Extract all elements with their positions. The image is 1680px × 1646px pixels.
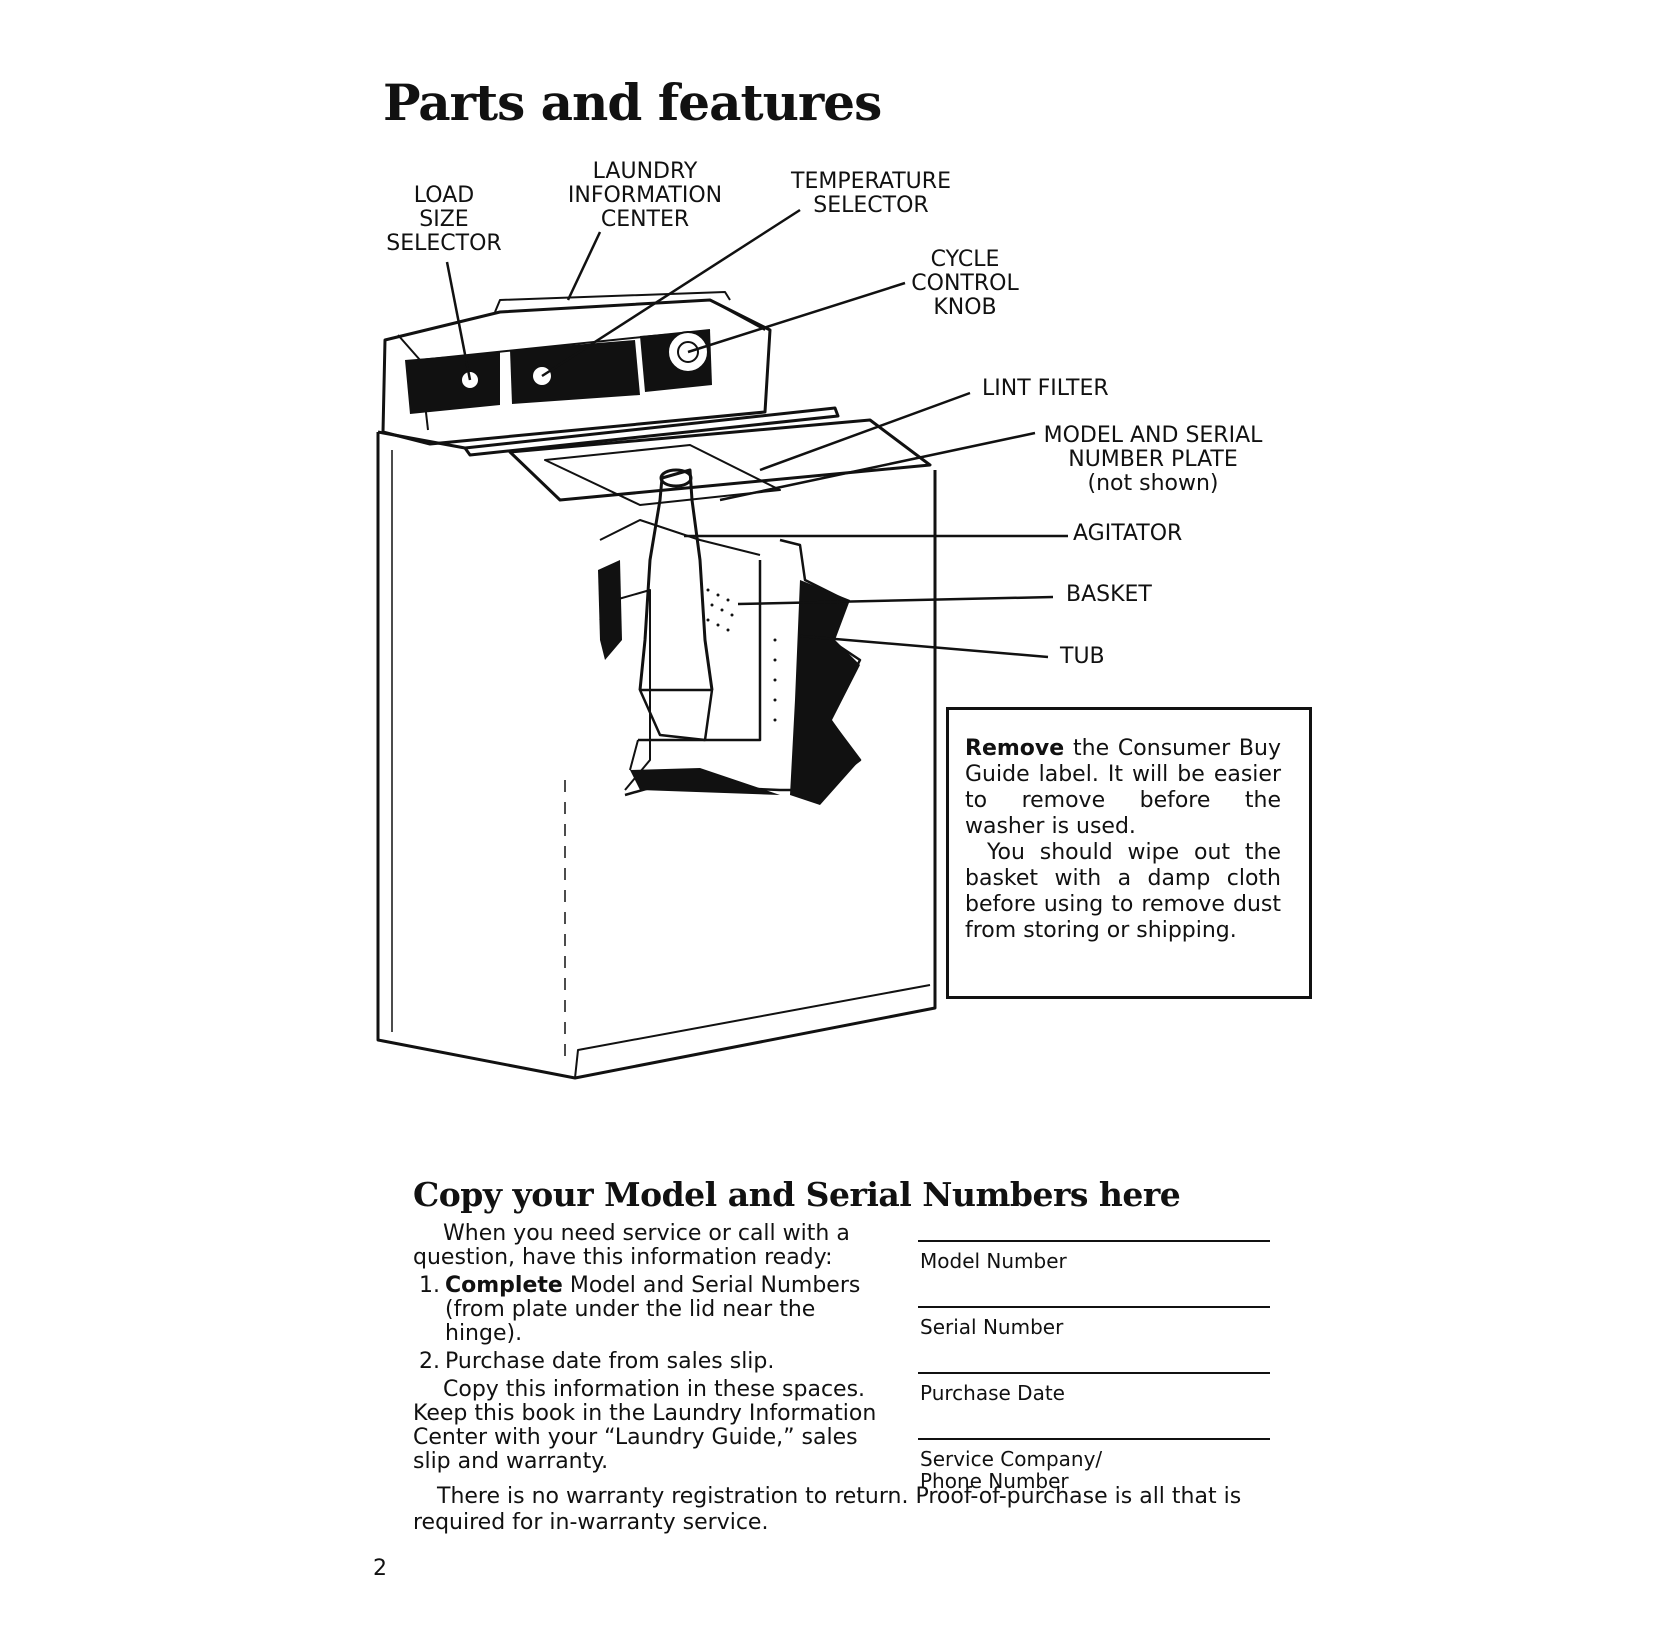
callout-not-shown: (not shown): [1087, 471, 1219, 496]
page-number: 2: [373, 1556, 387, 1581]
field-label: Serial Number: [920, 1315, 1064, 1339]
callout-cycle-control-knob: CYCLE CONTROL KNOB: [911, 247, 1019, 320]
note-paragraph-2: You should wipe out the basket with a da…: [965, 840, 1281, 943]
callout-load-size-selector: LOAD SIZE SELECTOR: [386, 183, 502, 256]
note-lead: Remove: [965, 736, 1065, 761]
field-label: Model Number: [920, 1249, 1067, 1273]
copy-instructions: When you need service or call with a que…: [413, 1222, 893, 1478]
callout-basket: BASKET: [1066, 582, 1152, 607]
callout-laundry-information-center: LAUNDRY INFORMATION CENTER: [567, 159, 723, 232]
callout-agitator: AGITATOR: [1073, 521, 1183, 546]
callout-lint-filter: LINT FILTER: [982, 376, 1109, 401]
serial-number-field[interactable]: Serial Number: [918, 1306, 1270, 1372]
consumer-guide-note: Remove the Consumer Buy Guide label. It …: [946, 707, 1312, 999]
step-bold: Complete: [445, 1273, 563, 1298]
step-number: 1.: [419, 1273, 440, 1298]
callout-temperature-selector: TEMPERATURE SELECTOR: [791, 169, 951, 218]
step-text: Model and Serial Numbers (from plate und…: [445, 1273, 861, 1346]
callout-model-serial-plate: MODEL AND SERIAL NUMBER PLATE: [1043, 423, 1263, 472]
model-number-field[interactable]: Model Number: [918, 1240, 1270, 1306]
list-item: 1.Complete Model and Serial Numbers (fro…: [413, 1274, 893, 1346]
section-title: Copy your Model and Serial Numbers here: [413, 1175, 1181, 1214]
note-text-1: the Consumer Buy Guide label. It will be…: [965, 736, 1281, 839]
list-item: 2.Purchase date from sales slip.: [413, 1350, 893, 1374]
warranty-text: There is no warranty registration to ret…: [413, 1484, 1242, 1535]
record-fields: Model Number Serial Number Purchase Date…: [918, 1240, 1270, 1504]
field-label: Service Company/ Phone Number: [920, 1447, 1103, 1493]
steps-list: 1.Complete Model and Serial Numbers (fro…: [413, 1274, 893, 1374]
step-number: 2.: [419, 1349, 440, 1374]
callout-tub: TUB: [1060, 644, 1105, 669]
service-company-field[interactable]: Service Company/ Phone Number: [918, 1438, 1270, 1504]
intro-text: When you need service or call with a que…: [413, 1221, 850, 1270]
purchase-date-field[interactable]: Purchase Date: [918, 1372, 1270, 1438]
step-text: Purchase date from sales slip.: [445, 1349, 775, 1374]
note-paragraph-1: Remove the Consumer Buy Guide label. It …: [965, 736, 1281, 840]
field-label: Purchase Date: [920, 1381, 1065, 1405]
copy-text: Copy this information in these spaces. K…: [413, 1377, 877, 1474]
page-title: Parts and features: [383, 73, 882, 132]
